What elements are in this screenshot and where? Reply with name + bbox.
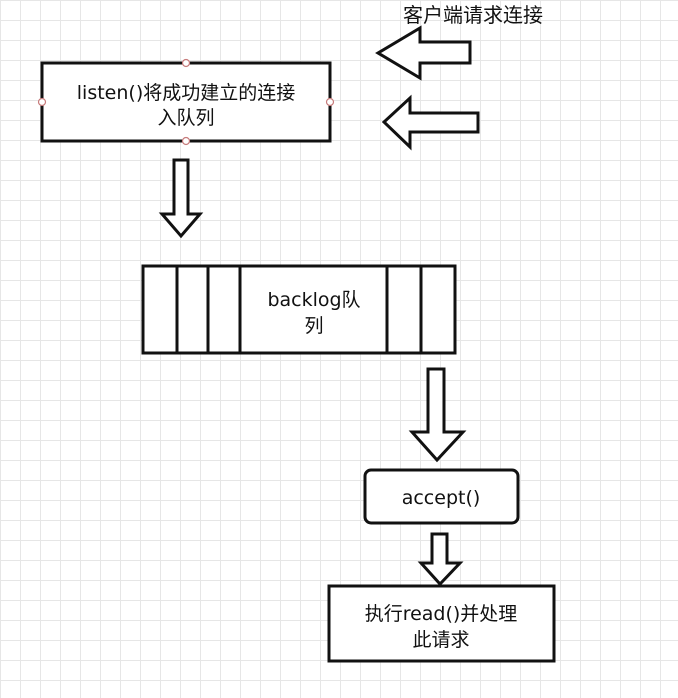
- incoming-arrow-top: [375, 25, 472, 81]
- resize-handle-bottom[interactable]: [181, 136, 191, 146]
- listen-box-line2: 入队列: [157, 107, 214, 129]
- backlog-label-line2: 列: [304, 315, 323, 337]
- listen-box[interactable]: listen()将成功建立的连接 入队列: [37, 58, 335, 146]
- backlog-queue[interactable]: backlog队 列: [141, 264, 457, 355]
- arrow-accept-to-read: [417, 532, 464, 587]
- resize-handle-right[interactable]: [325, 97, 335, 107]
- accept-box[interactable]: accept(): [363, 468, 520, 525]
- read-process-box[interactable]: 执行read()并处理 此请求: [327, 584, 556, 663]
- resize-handle-left[interactable]: [37, 97, 47, 107]
- listen-box-line1: listen()将成功建立的连接: [77, 82, 295, 104]
- arrow-listen-to-backlog: [158, 158, 204, 239]
- accept-label: accept(): [402, 487, 481, 509]
- incoming-arrow-bottom: [381, 94, 480, 151]
- read-box-line1: 执行read()并处理: [365, 603, 518, 625]
- read-box-line2: 此请求: [412, 629, 469, 651]
- resize-handle-top[interactable]: [181, 58, 191, 68]
- backlog-label-line1: backlog队: [267, 289, 360, 311]
- arrow-backlog-to-accept: [408, 367, 467, 463]
- client-request-label: 客户端请求连接: [403, 3, 543, 27]
